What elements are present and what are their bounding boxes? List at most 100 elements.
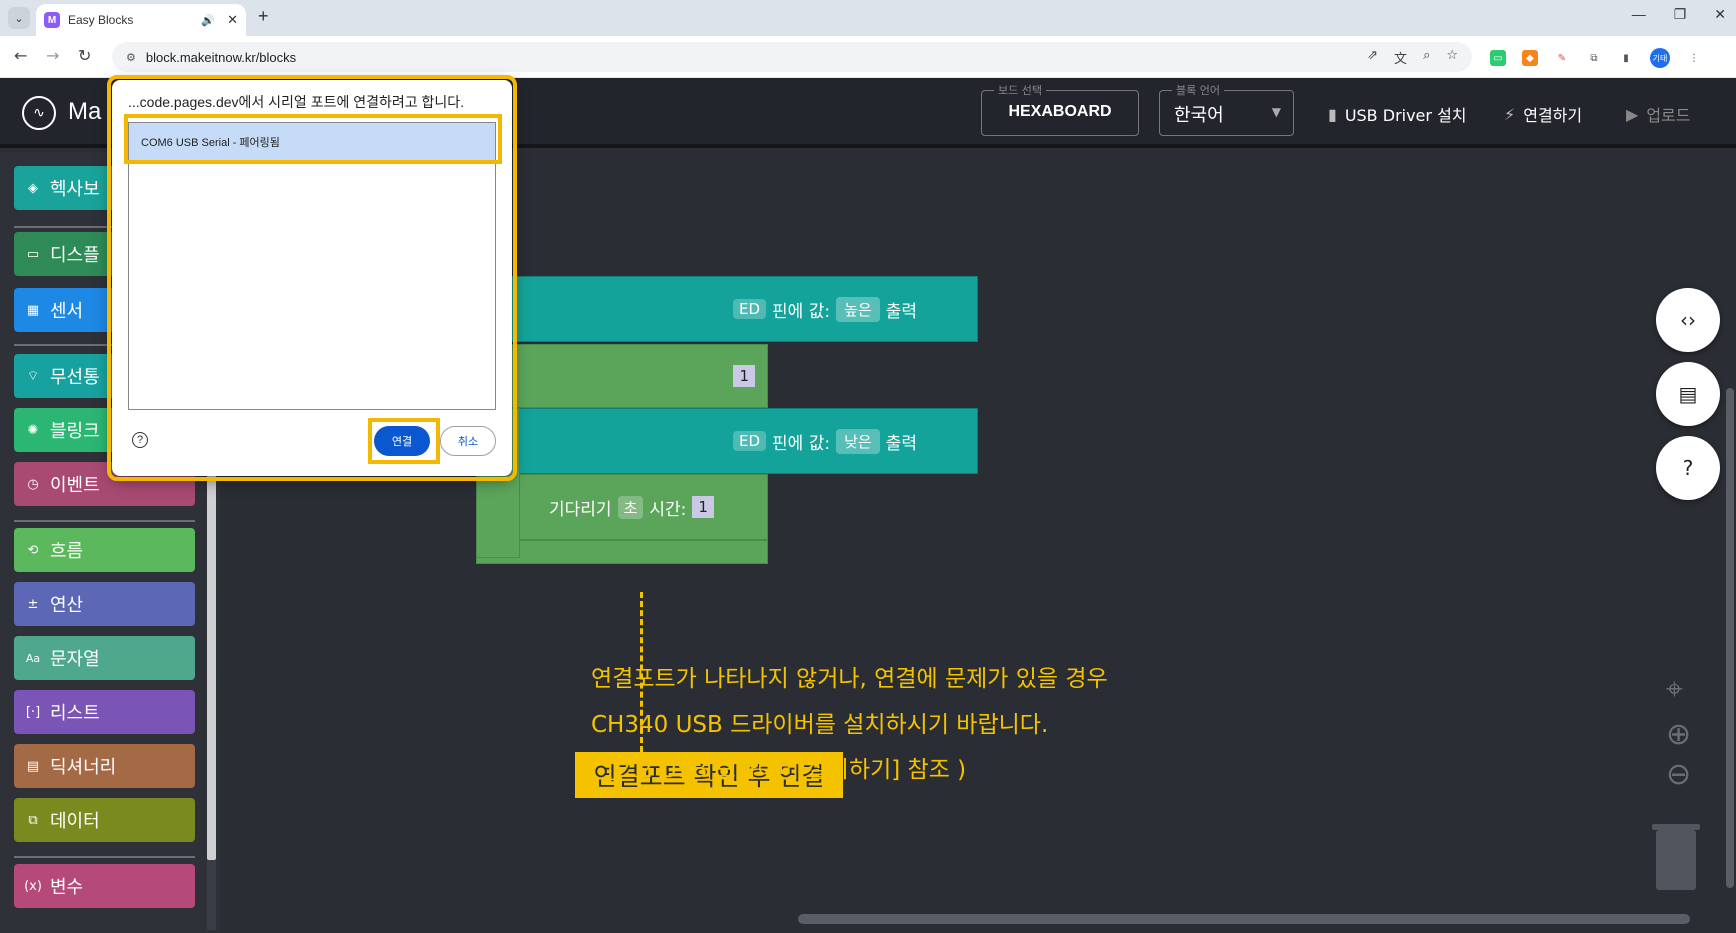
bookmark-star-icon[interactable]: ☆ [1446, 48, 1458, 63]
upload-button[interactable]: ▶ 업로드 [1626, 102, 1690, 126]
number-input[interactable]: 1 [733, 365, 755, 387]
recenter-icon[interactable]: ⌖ [1666, 672, 1683, 707]
divider [14, 856, 195, 858]
pin-dropdown[interactable]: ED [733, 299, 767, 319]
category-label: 딕셔너리 [50, 757, 117, 778]
list-icon: [·] [25, 704, 41, 720]
data-icon: ⧉ [28, 812, 38, 828]
math-icon: ± [27, 596, 39, 612]
zoom-icon[interactable]: ⌕ [1423, 48, 1431, 63]
block-label: 시간: [649, 499, 687, 520]
text-icon: Aa [25, 651, 41, 665]
divider [14, 520, 195, 522]
callout-line-2: CH340 USB 드라이버를 설치하시기 바랍니다. [591, 712, 1049, 738]
dialog-title: ...code.pages.dev에서 시리얼 포트에 연결하려고 합니다. [128, 94, 465, 110]
menu-kebab-icon[interactable]: ⋮ [1689, 52, 1699, 64]
category-dictionary[interactable]: ▤ 딕셔너리 [14, 744, 195, 788]
divider [14, 344, 195, 346]
reload-icon[interactable]: ↻ [78, 46, 92, 65]
dialog-help-icon[interactable]: ? [132, 432, 148, 448]
trash-can-icon[interactable] [1656, 830, 1696, 890]
site-info-icon[interactable]: ⚙ [126, 50, 136, 64]
block-wait-seconds[interactable]: 기다리기 초 시간: 1 [476, 474, 768, 540]
board-select[interactable]: 보드 선택 HEXABOARD [981, 82, 1139, 136]
board-select-value: HEXABOARD [1008, 103, 1112, 120]
block-label: 핀에 값: [772, 301, 831, 322]
extension-green-icon[interactable]: ▭ [1490, 50, 1506, 66]
speaker-icon[interactable]: 🔊 [201, 13, 216, 27]
usb-icon: ▮ [1328, 104, 1337, 124]
category-string[interactable]: Aa 문자열 [14, 636, 195, 680]
value-dropdown[interactable]: 높은 [836, 296, 880, 322]
tab-title: Easy Blocks [68, 13, 134, 27]
usb-driver-button[interactable]: ▮ USB Driver 설치 [1328, 102, 1467, 126]
profile-avatar[interactable]: 기태 [1650, 48, 1670, 68]
forward-icon[interactable]: → [46, 46, 60, 65]
sidebar-scroll-thumb[interactable] [207, 160, 216, 860]
puzzle-icon[interactable]: ⧉ [1590, 52, 1598, 64]
dialog-cancel-button[interactable]: 취소 [440, 426, 496, 456]
open-in-app-icon[interactable]: ⇗ [1367, 48, 1379, 63]
pin-dropdown[interactable]: ED [733, 431, 767, 451]
language-select[interactable]: 블록 언어 한국어 ▼ [1159, 82, 1294, 136]
divider [14, 226, 195, 228]
play-icon: ▶ [1626, 104, 1639, 124]
category-flow[interactable]: ⟲ 흐름 [14, 528, 195, 572]
block-digital-write-low[interactable]: ED 핀에 값: 낮은 출력 [510, 408, 978, 474]
category-label: 문자열 [50, 649, 100, 670]
minimize-icon[interactable]: — [1631, 6, 1646, 22]
dialog-connect-button[interactable]: 연결 [374, 426, 430, 456]
display-icon: ▭ [26, 246, 40, 262]
connect-button[interactable]: ⚡ 연결하기 [1504, 102, 1582, 126]
help-button[interactable]: ? [1656, 436, 1720, 500]
connect-button-highlight [368, 418, 440, 464]
window-controls: — ❐ ✕ [1632, 6, 1726, 23]
port-item-com6[interactable]: COM6 USB Serial - 페어링됨 [129, 123, 495, 161]
tab-search-icon[interactable]: ⌄ [8, 7, 30, 29]
value-dropdown[interactable]: 낮은 [836, 428, 880, 454]
back-icon[interactable]: ← [14, 46, 28, 65]
workspace-horizontal-scrollbar[interactable] [798, 914, 1690, 924]
restore-icon[interactable]: ❐ [1673, 6, 1687, 22]
extension-pen-icon[interactable]: ✎ [1557, 52, 1567, 64]
favicon-icon: M [44, 12, 60, 28]
sidebar-scrollbar[interactable] [207, 160, 216, 930]
block-label: 핀에 값: [772, 433, 831, 454]
variable-icon: (x) [24, 878, 42, 894]
side-panel-icon[interactable]: ▮ [1623, 52, 1629, 64]
category-list[interactable]: [·] 리스트 [14, 690, 195, 734]
block-wait-1[interactable]: 1 [510, 344, 768, 408]
blocks-workspace[interactable]: ED 핀에 값: 높은 출력 1 ED 핀에 값: 낮은 출력 기다리기 초 시… [220, 152, 1736, 933]
extensions-area: ▭ ◆ ✎ ⧉ ▮ 기태 ⋮ [1490, 48, 1702, 68]
question-icon: ? [1682, 456, 1694, 480]
block-loop-footer [476, 540, 768, 564]
category-data[interactable]: ⧉ 데이터 [14, 798, 195, 842]
port-highlight [124, 114, 502, 164]
zoom-out-icon[interactable]: ⊖ [1666, 757, 1692, 792]
close-tab-icon[interactable]: ✕ [227, 12, 238, 28]
code-view-button[interactable]: ‹› [1656, 288, 1720, 352]
new-tab-icon[interactable]: + [258, 6, 269, 26]
chip-icon: ◈ [28, 180, 38, 196]
browser-tab[interactable]: M Easy Blocks 🔊 ✕ [36, 4, 246, 36]
loop-icon: ⟲ [27, 542, 39, 558]
close-window-icon[interactable]: ✕ [1714, 6, 1726, 22]
connect-label: 연결하기 [1523, 106, 1583, 125]
translate-icon[interactable]: 文 [1394, 52, 1408, 67]
metamask-icon[interactable]: ◆ [1522, 50, 1538, 66]
address-bar[interactable]: ⚙ block.makeitnow.kr/blocks ⇗ 文 ⌕ ☆ [112, 42, 1472, 72]
url-text: block.makeitnow.kr/blocks [145, 49, 297, 65]
category-label: 디스플 [50, 245, 100, 266]
category-math[interactable]: ± 연산 [14, 582, 195, 626]
category-label: 변수 [50, 877, 84, 898]
block-digital-write-high[interactable]: ED 핀에 값: 높은 출력 [510, 276, 978, 342]
unit-dropdown[interactable]: 초 [617, 495, 644, 519]
category-label: 연산 [50, 595, 84, 616]
category-variable[interactable]: (x) 변수 [14, 864, 195, 908]
language-select-legend: 블록 언어 [1172, 82, 1224, 98]
zoom-in-icon[interactable]: ⊕ [1666, 717, 1692, 752]
workspace-vertical-scrollbar[interactable] [1726, 388, 1734, 888]
number-input[interactable]: 1 [692, 496, 714, 518]
serial-monitor-button[interactable]: ▤ [1656, 362, 1720, 426]
port-list[interactable]: COM6 USB Serial - 페어링됨 [128, 122, 496, 410]
